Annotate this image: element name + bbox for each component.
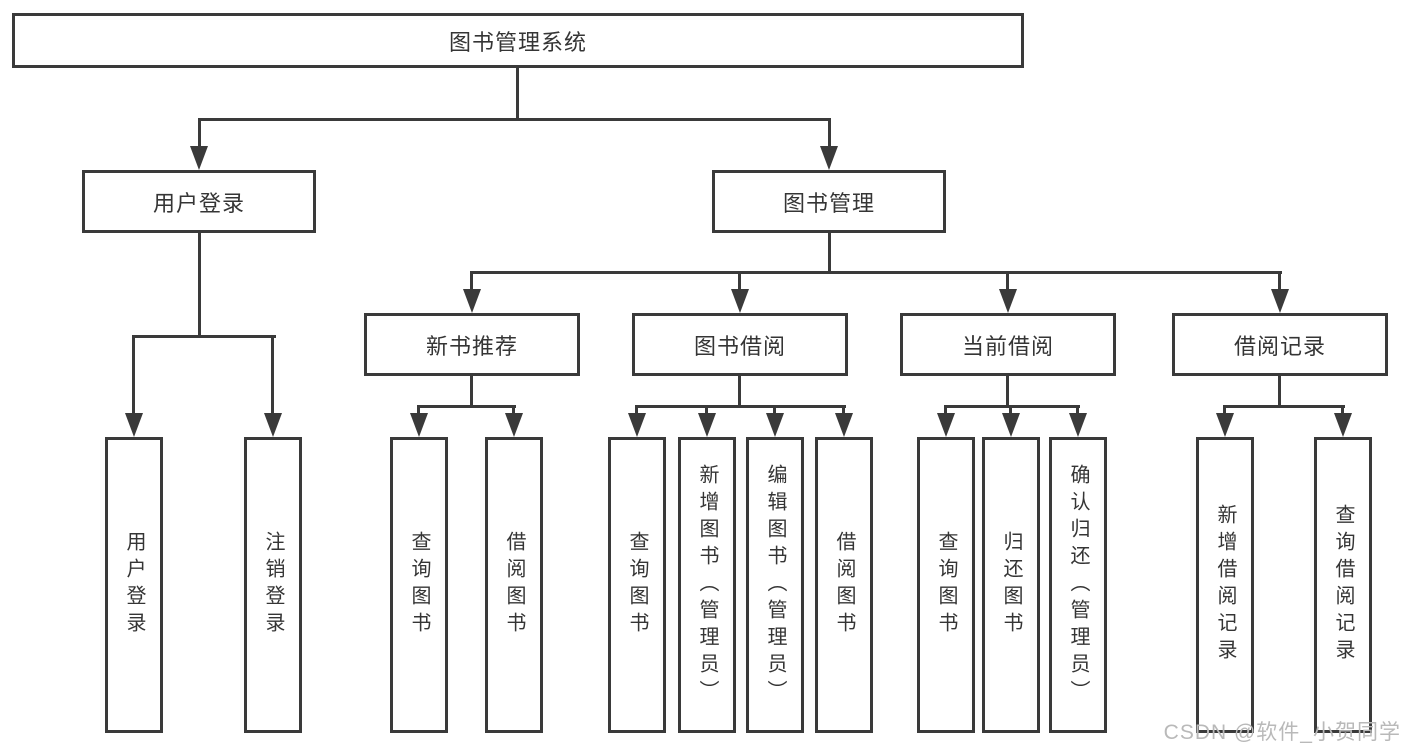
node-new-book-recommendation: 新书推荐 — [364, 313, 580, 376]
connector-record-split — [1223, 405, 1345, 408]
leaf-user-login: 用户登录 — [105, 437, 163, 733]
arrow-down-icon — [1216, 413, 1234, 437]
node-root-book-management-system: 图书管理系统 — [12, 13, 1024, 68]
leaf-return-books: 归还图书 — [982, 437, 1040, 733]
arrow-down-icon — [1069, 413, 1087, 437]
leaf-add-books-admin: 新增图书（管理员） — [678, 437, 736, 733]
node-borrowing-records: 借阅记录 — [1172, 313, 1388, 376]
connector-newbook-stem — [470, 376, 473, 408]
node-current-borrowing: 当前借阅 — [900, 313, 1116, 376]
node-label: 注销登录 — [262, 531, 284, 639]
leaf-query-books: 查询图书 — [608, 437, 666, 733]
connector-login-split — [132, 335, 276, 338]
connector-mgmt-split — [470, 271, 1282, 274]
node-label: 图书管理系统 — [448, 29, 587, 55]
arrow-down-icon — [766, 413, 784, 437]
node-label: 编辑图书（管理员） — [764, 463, 786, 707]
connector-l3-stem — [738, 271, 741, 293]
connector-root-stem — [516, 66, 519, 120]
arrow-down-icon — [731, 289, 749, 313]
arrow-down-icon — [463, 289, 481, 313]
node-label: 图书借阅 — [693, 333, 786, 359]
connector-root-split — [198, 118, 831, 121]
connector-l3-stem — [1006, 271, 1009, 293]
connector-mgmt-stem — [828, 233, 831, 273]
leaf-add-borrow-record: 新增借阅记录 — [1196, 437, 1254, 733]
arrow-down-icon — [1334, 413, 1352, 437]
leaf-query-borrow-record: 查询借阅记录 — [1314, 437, 1372, 733]
arrow-down-icon — [125, 413, 143, 437]
arrow-down-icon — [1002, 413, 1020, 437]
connector-record-stem — [1278, 376, 1281, 408]
node-label: 当前借阅 — [961, 333, 1054, 359]
arrow-down-icon — [410, 413, 428, 437]
arrow-down-icon — [505, 413, 523, 437]
connector-leaf-stem — [271, 335, 274, 417]
connector-stem-user-login — [198, 118, 201, 150]
connector-l3-stem — [1278, 271, 1281, 293]
node-book-management: 图书管理 — [712, 170, 946, 233]
leaf-confirm-return-admin: 确认归还（管理员） — [1049, 437, 1107, 733]
node-label: 查询图书 — [408, 531, 430, 639]
arrow-down-icon — [835, 413, 853, 437]
node-user-login: 用户登录 — [82, 170, 316, 233]
connector-leaf-stem — [132, 335, 135, 417]
leaf-query-books: 查询图书 — [917, 437, 975, 733]
connector-borrow-split — [635, 405, 846, 408]
node-label: 查询图书 — [935, 531, 957, 639]
node-label: 新增图书（管理员） — [696, 463, 718, 707]
arrow-down-icon — [999, 289, 1017, 313]
node-label: 借阅图书 — [503, 531, 525, 639]
node-label: 图书管理 — [782, 190, 875, 216]
arrow-down-icon — [820, 146, 838, 170]
connector-borrow-stem — [738, 376, 741, 408]
node-label: 新书推荐 — [425, 333, 518, 359]
connector-newbook-split — [417, 405, 516, 408]
leaf-borrow-books: 借阅图书 — [815, 437, 873, 733]
connector-current-stem — [1006, 376, 1009, 408]
arrow-down-icon — [1271, 289, 1289, 313]
leaf-edit-books-admin: 编辑图书（管理员） — [746, 437, 804, 733]
node-label: 借阅图书 — [833, 531, 855, 639]
node-book-borrowing: 图书借阅 — [632, 313, 848, 376]
node-label: 新增借阅记录 — [1214, 504, 1236, 666]
arrow-down-icon — [698, 413, 716, 437]
arrow-down-icon — [628, 413, 646, 437]
node-label: 用户登录 — [123, 531, 145, 639]
node-label: 归还图书 — [1000, 531, 1022, 639]
csdn-watermark: CSDN @软件_小贺同学 — [1163, 721, 1401, 744]
leaf-query-books: 查询图书 — [390, 437, 448, 733]
leaf-borrow-books: 借阅图书 — [485, 437, 543, 733]
node-label: 用户登录 — [152, 190, 245, 216]
leaf-logout: 注销登录 — [244, 437, 302, 733]
node-label: 查询图书 — [626, 531, 648, 639]
connector-current-split — [944, 405, 1080, 408]
arrow-down-icon — [190, 146, 208, 170]
arrow-down-icon — [264, 413, 282, 437]
connector-l3-stem — [470, 271, 473, 293]
connector-login-stem — [198, 233, 201, 337]
node-label: 确认归还（管理员） — [1067, 463, 1089, 707]
connector-stem-book-mgmt — [828, 118, 831, 150]
node-label: 查询借阅记录 — [1332, 504, 1354, 666]
arrow-down-icon — [937, 413, 955, 437]
node-label: 借阅记录 — [1233, 333, 1326, 359]
